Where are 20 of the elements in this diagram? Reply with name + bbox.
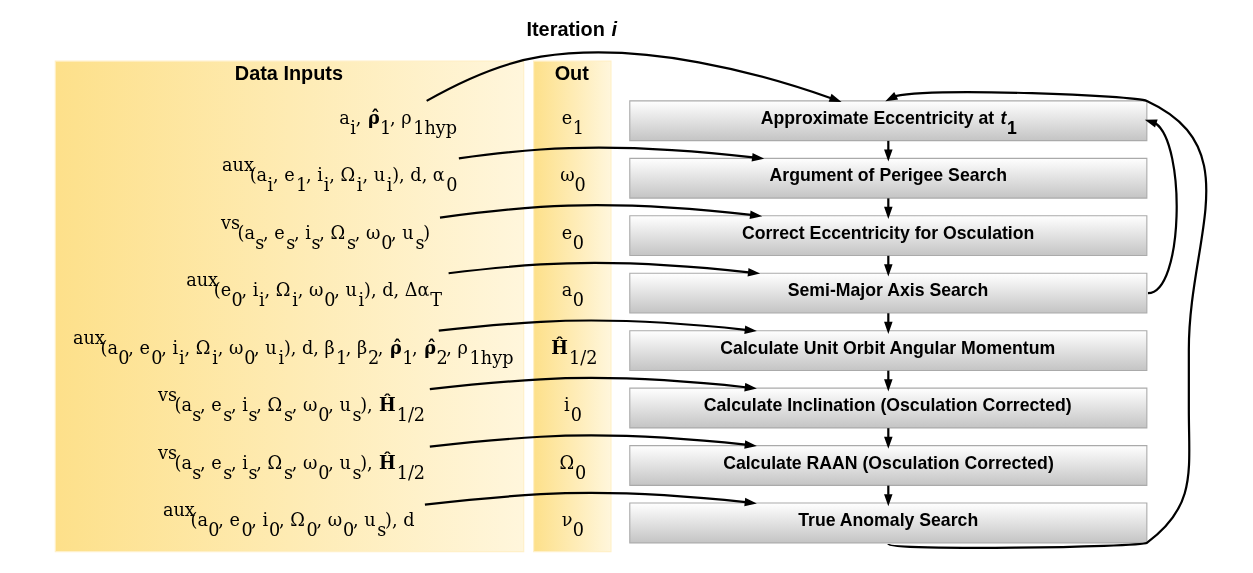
node-box: Calculate Inclination (Osculation Corrected) [629,387,1148,429]
label: Iteration i [526,18,618,41]
arrow [448,261,761,277]
arrow [884,313,893,334]
node-box: Calculate Unit Orbit Angular Momentum [629,330,1148,372]
arrow [429,434,757,449]
node-box: Argument of Perigee Search [629,157,1148,199]
node-box: Correct Eccentricity for Osculation [629,215,1148,257]
node-box: Calculate RAAN (Osculation Corrected) [629,445,1148,486]
arrow [884,198,893,220]
arrow [1144,119,1178,295]
arrow [439,204,763,219]
arrow [438,319,757,334]
arrow [426,51,842,102]
node-box: Semi-Major Axis Search [629,272,1148,314]
arrow [458,146,765,162]
arrow [884,428,893,449]
node-box: True Anomaly Search [629,502,1148,544]
arrow [424,491,757,507]
arrow [429,376,757,392]
